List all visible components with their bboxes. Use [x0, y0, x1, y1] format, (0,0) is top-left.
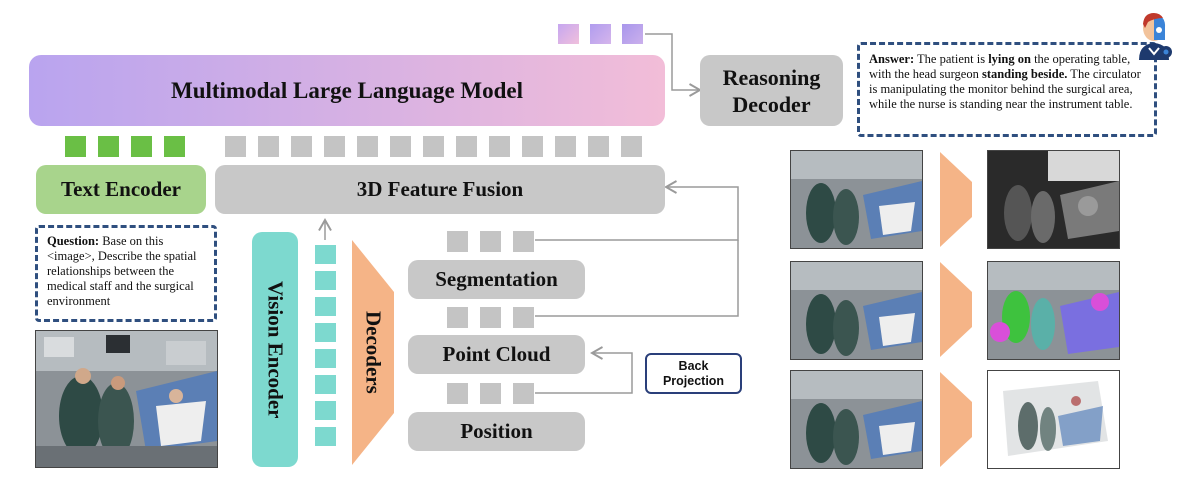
- pc-token: [513, 307, 534, 328]
- pos-token: [513, 383, 534, 404]
- reasoning-decoder-box: Reasoning Decoder: [700, 55, 843, 126]
- vision-token: [315, 271, 336, 290]
- text-token: [164, 136, 185, 157]
- seg-token: [513, 231, 534, 252]
- segmentation-label: Segmentation: [435, 267, 558, 291]
- fusion-label: 3D Feature Fusion: [356, 177, 524, 201]
- vision-token: [315, 427, 336, 446]
- position-label: Position: [460, 419, 533, 443]
- input-image-pc-row: [790, 370, 923, 469]
- input-or-image: [35, 330, 218, 468]
- question-prefix: Question:: [47, 234, 100, 248]
- pc-token: [480, 307, 501, 328]
- chevron-arrow-icon: [940, 152, 972, 247]
- vision-encoder-label: Vision Encoder: [263, 280, 288, 419]
- arrow-seg-to-fusion: [535, 180, 739, 241]
- fusion-token: [423, 136, 444, 157]
- arrow-back-projection: [535, 346, 633, 394]
- fusion-token: [489, 136, 510, 157]
- fusion-token: [456, 136, 477, 157]
- seg-token: [480, 231, 501, 252]
- text-token: [98, 136, 119, 157]
- answer-bold-1: lying on: [988, 52, 1031, 66]
- point-cloud-output-image: [987, 370, 1120, 469]
- arrow-tokens-to-decoder: [645, 33, 702, 97]
- question-box: Question: Base on this <image>, Describe…: [35, 225, 217, 322]
- question-text: Base on this <image>, Describe the spati…: [47, 234, 197, 308]
- point-cloud-box: Point Cloud: [408, 335, 585, 374]
- decoders-label: Decoders: [361, 311, 386, 394]
- mllm-box: Multimodal Large Language Model: [29, 55, 665, 126]
- output-token: [622, 24, 643, 44]
- chevron-arrow-icon: [940, 372, 972, 467]
- answer-bold-2: standing beside.: [981, 67, 1068, 81]
- decoders-shape: [352, 240, 394, 465]
- segmentation-output-image: [987, 261, 1120, 360]
- decoders-label-wrap: Decoders: [352, 240, 394, 465]
- pos-token: [480, 383, 501, 404]
- text-encoder-label: Text Encoder: [61, 177, 181, 201]
- answer-text-3: The circulator is manipulating the monit…: [869, 67, 1141, 111]
- vision-token: [315, 323, 336, 342]
- fusion-token: [588, 136, 609, 157]
- fusion-token: [522, 136, 543, 157]
- back-projection-box: Back Projection: [645, 353, 742, 394]
- fusion-token: [555, 136, 576, 157]
- vision-token: [315, 349, 336, 368]
- seg-token: [447, 231, 468, 252]
- depth-output-image: [987, 150, 1120, 249]
- fusion-token: [324, 136, 345, 157]
- answer-prefix: Answer:: [869, 52, 915, 66]
- segmentation-box: Segmentation: [408, 260, 585, 299]
- vision-token: [315, 245, 336, 264]
- text-encoder-box: Text Encoder: [36, 165, 206, 214]
- position-box: Position: [408, 412, 585, 451]
- answer-text-2: the operating table, with the head surge…: [869, 52, 1131, 81]
- input-image-seg-row: [790, 261, 923, 360]
- mllm-label: Multimodal Large Language Model: [170, 77, 524, 103]
- fusion-box: 3D Feature Fusion: [215, 165, 665, 214]
- reasoning-label-line1: Reasoning: [722, 64, 821, 90]
- fusion-token: [621, 136, 642, 157]
- reasoning-label-line2: Decoder: [732, 91, 811, 117]
- answer-text-1: The patient is: [914, 52, 989, 66]
- text-token: [65, 136, 86, 157]
- fusion-token: [357, 136, 378, 157]
- fusion-token: [258, 136, 279, 157]
- point-cloud-label: Point Cloud: [442, 342, 551, 366]
- line-pos-to-fusion: [535, 240, 739, 317]
- fusion-token: [390, 136, 411, 157]
- vision-token: [315, 375, 336, 394]
- vision-encoder-box: Vision Encoder: [252, 232, 298, 467]
- fusion-token: [225, 136, 246, 157]
- gear-icon: [1160, 46, 1172, 58]
- text-token: [131, 136, 152, 157]
- back-projection-line2: Projection: [662, 373, 725, 388]
- input-image-depth-row: [790, 150, 923, 249]
- fusion-token: [291, 136, 312, 157]
- back-projection-line1: Back: [678, 358, 709, 373]
- pos-token: [447, 383, 468, 404]
- output-token: [558, 24, 579, 44]
- pc-token: [447, 307, 468, 328]
- output-token: [590, 24, 611, 44]
- doctor-icon: [1139, 13, 1169, 60]
- answer-box: Answer: The patient is lying on the oper…: [857, 42, 1157, 137]
- chevron-arrow-icon: [940, 262, 972, 357]
- vision-token: [315, 297, 336, 316]
- fusion-token-row: [225, 136, 645, 157]
- vision-token: [315, 401, 336, 420]
